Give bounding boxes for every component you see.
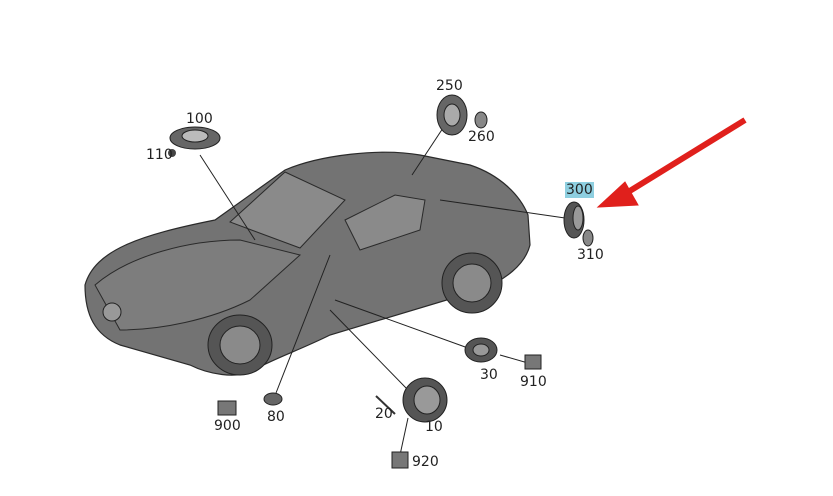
label-910: 910 <box>520 374 547 390</box>
car-windshield <box>229 171 346 249</box>
screw-20 <box>375 395 396 415</box>
label-30: 30 <box>480 367 498 383</box>
label-110: 110 <box>146 147 173 163</box>
car-side-window <box>344 194 426 251</box>
bracket-900 <box>217 400 237 416</box>
tweeter-80 <box>263 392 283 406</box>
speaker-30 <box>464 337 498 363</box>
label-300-highlighted: 300 <box>565 182 594 198</box>
clip-110 <box>168 149 176 157</box>
speaker-10 <box>402 377 448 423</box>
label-10: 10 <box>425 419 443 435</box>
red-arrow-icon <box>596 117 747 208</box>
label-80: 80 <box>267 409 285 425</box>
speaker-300 <box>563 201 585 239</box>
car-emblem <box>102 302 122 322</box>
speaker-100 <box>169 126 221 150</box>
label-900: 900 <box>214 418 241 434</box>
label-250: 250 <box>436 78 463 94</box>
tweeter-310 <box>582 229 594 247</box>
label-100: 100 <box>186 111 213 127</box>
speaker-250 <box>436 94 468 136</box>
bracket-910 <box>524 354 542 370</box>
label-20: 20 <box>375 406 393 422</box>
car-hood <box>94 239 302 331</box>
label-260: 260 <box>468 129 495 145</box>
leader-lines <box>199 124 566 456</box>
bracket-920 <box>391 451 409 469</box>
label-310: 310 <box>577 247 604 263</box>
tweeter-260 <box>474 111 488 129</box>
label-920: 920 <box>412 454 439 470</box>
